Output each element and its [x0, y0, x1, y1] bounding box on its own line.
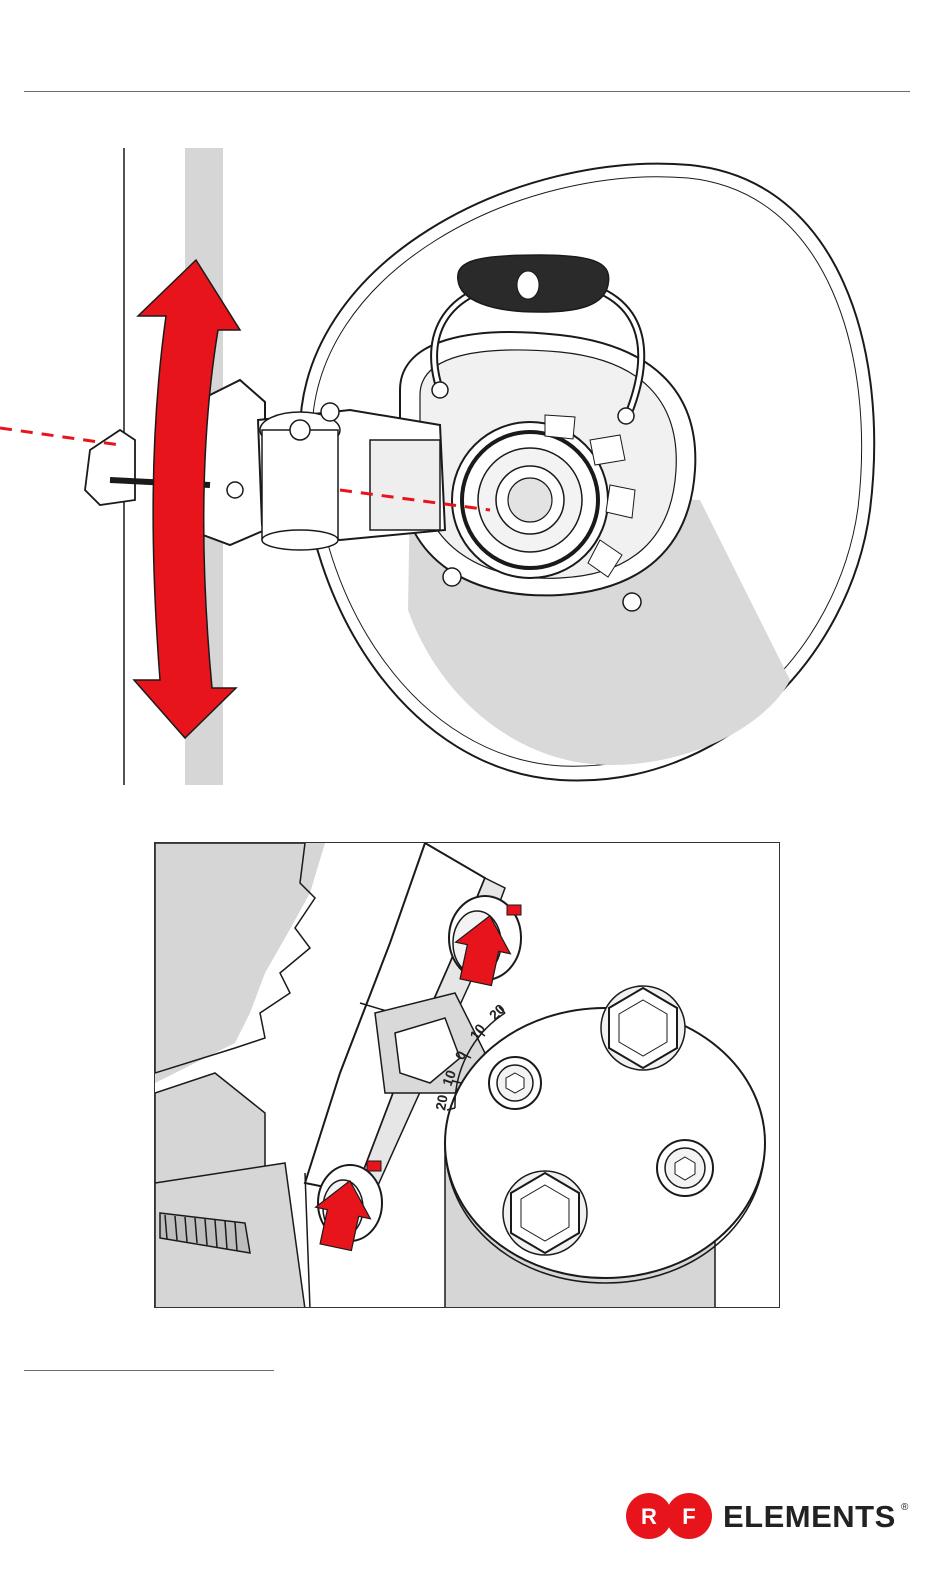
logo-letter-f: F — [682, 1504, 695, 1529]
logo-registered-mark: ® — [901, 1502, 909, 1513]
hex-bolt-lower — [503, 1171, 587, 1255]
socket-screw-right — [657, 1140, 713, 1196]
rf-elements-logo: R F ELEMENTS ® — [625, 1486, 925, 1546]
logo-wordmark: ELEMENTS — [723, 1499, 896, 1534]
detail-illustration: 20 10 0 10 20 — [155, 843, 780, 1308]
footer-rule — [24, 1370, 274, 1371]
logo-letter-r: R — [641, 1504, 657, 1529]
header-rule — [24, 91, 910, 92]
scale-tick-label: 20 — [432, 1093, 450, 1111]
hex-bolt-upper — [601, 986, 685, 1070]
socket-screw-left — [489, 1057, 541, 1109]
detail-view-frame: 20 10 0 10 20 — [154, 842, 780, 1308]
main-illustration — [0, 140, 950, 800]
